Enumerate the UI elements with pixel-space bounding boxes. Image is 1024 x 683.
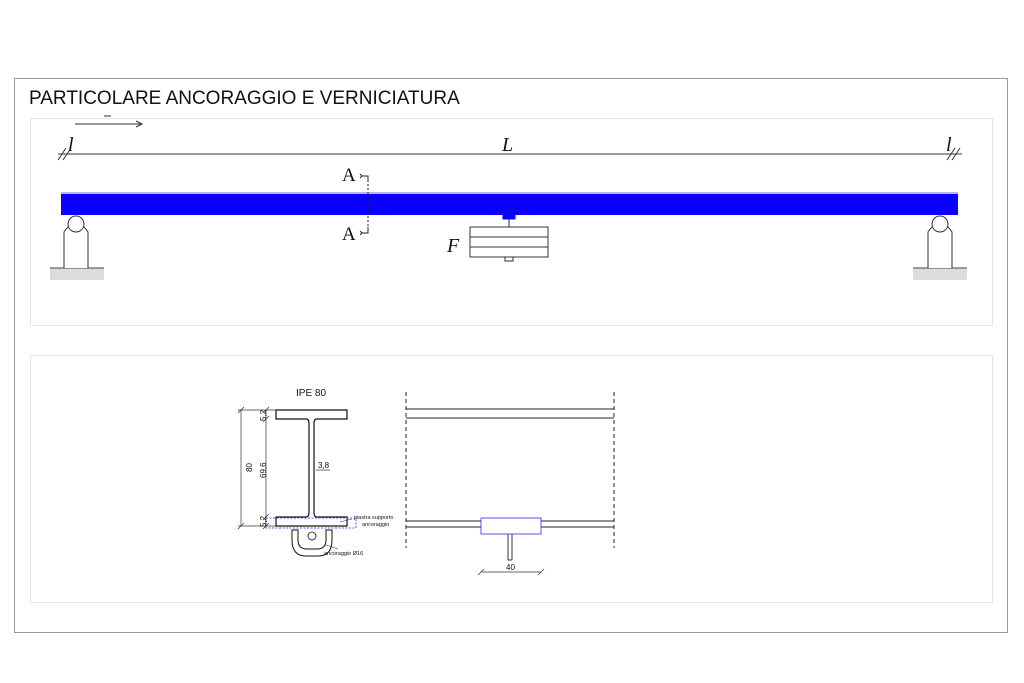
- dim-total-height: 80: [245, 463, 254, 472]
- section-mark-top: A: [342, 165, 356, 186]
- dim-top-flange: 5,2: [259, 409, 268, 421]
- side-support-plate: [480, 517, 542, 535]
- side-anchor-bolt: [507, 534, 513, 561]
- section-mark-bottom: A: [342, 224, 356, 245]
- support-right: [913, 215, 967, 280]
- span-dimension-line: [57, 147, 962, 161]
- elevation-frame: [30, 118, 993, 326]
- dim-web-height: 69,6: [259, 462, 268, 478]
- detail-frame: [30, 355, 993, 603]
- anchor-label: ancoraggio Ø16: [324, 551, 363, 557]
- support-plate: [265, 517, 357, 529]
- support-left: [50, 215, 104, 280]
- anchor-bolt: [291, 529, 333, 557]
- dim-web-thickness: 3,8: [318, 461, 330, 470]
- i-beam-profile: [275, 409, 348, 527]
- elevation-panel: l L l A A: [30, 115, 993, 326]
- ipe-cross-section: IPE 80 80 69,6 5: [237, 388, 393, 557]
- load-label: F: [446, 235, 460, 257]
- plate-width-dimension: [477, 568, 545, 576]
- direction-arrow: [75, 115, 144, 128]
- profile-label: IPE 80: [296, 388, 326, 399]
- section-dimensions: [237, 406, 330, 530]
- span-label-left: l: [68, 134, 74, 156]
- dim-plate-width: 40: [506, 563, 515, 572]
- span-label-center: L: [501, 134, 513, 156]
- drawing-title: PARTICOLARE ANCORAGGIO E VERNICIATURA: [29, 88, 460, 109]
- detail-panel: IPE 80 80 69,6 5: [30, 355, 993, 603]
- steel-beam: [61, 194, 958, 215]
- dim-bottom-flange: 5,2: [259, 515, 268, 527]
- section-cut: [359, 173, 369, 236]
- plate-leader: [339, 518, 353, 523]
- span-label-right: l: [946, 134, 952, 156]
- plate-label-line2: ancoraggio: [362, 522, 389, 528]
- beam-side-view: 40: [405, 392, 615, 576]
- sheet-border: [14, 78, 1008, 633]
- anchor-leader: [325, 544, 339, 550]
- plate-label-line1: piastra supporto: [354, 515, 393, 521]
- load-weights: [469, 213, 549, 262]
